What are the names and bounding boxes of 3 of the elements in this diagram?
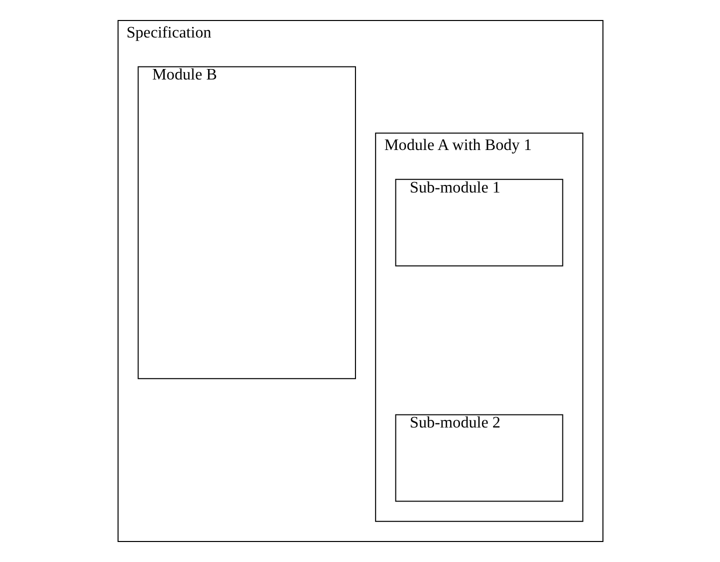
node-box: Sub-module 1 xyxy=(394,178,563,266)
node-box: Sub-module 2 xyxy=(394,414,563,502)
node-box: Module B xyxy=(137,66,356,380)
